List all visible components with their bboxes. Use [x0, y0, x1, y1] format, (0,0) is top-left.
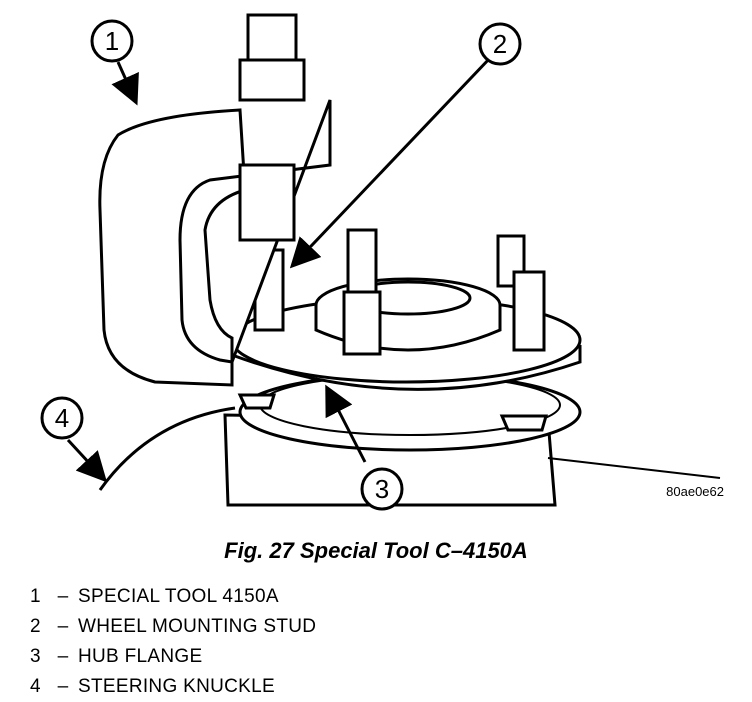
legend-number: 3 — [30, 646, 41, 667]
legend-dash: – — [57, 646, 69, 667]
figure-caption: Fig. 27 Special Tool C–4150A — [224, 538, 528, 563]
callout-2: 2 — [478, 22, 522, 66]
legend-number: 1 — [30, 586, 41, 607]
legend-label: STEERING KNUCKLE — [78, 676, 275, 697]
legend-dash: – — [57, 676, 69, 697]
legend-item: 3–HUB FLANGE — [30, 642, 316, 672]
svg-text:2: 2 — [493, 29, 507, 59]
svg-text:3: 3 — [375, 474, 389, 504]
legend-item: 1–SPECIAL TOOL 4150A — [30, 582, 316, 612]
legend-number: 4 — [30, 676, 41, 697]
legend-dash: – — [57, 616, 69, 637]
legend-item: 4–STEERING KNUCKLE — [30, 672, 316, 702]
legend-label: WHEEL MOUNTING STUD — [78, 616, 317, 637]
legend-list: 1–SPECIAL TOOL 4150A 2–WHEEL MOUNTING ST… — [30, 582, 316, 702]
technical-illustration: 1 2 3 4 — [40, 13, 721, 511]
svg-text:4: 4 — [55, 403, 69, 433]
svg-text:1: 1 — [105, 26, 119, 56]
callout-4: 4 — [40, 396, 84, 440]
callout-3: 3 — [360, 467, 404, 511]
legend-number: 2 — [30, 616, 41, 637]
image-code: 80ae0e62 — [666, 484, 724, 499]
legend-label: SPECIAL TOOL 4150A — [78, 586, 279, 607]
legend-label: HUB FLANGE — [78, 646, 203, 667]
special-tool-shape — [98, 13, 332, 387]
legend-dash: – — [57, 586, 69, 607]
wheel-studs — [253, 228, 546, 356]
callout-1: 1 — [90, 19, 134, 63]
rotor-shape — [237, 372, 582, 452]
legend-item: 2–WHEEL MOUNTING STUD — [30, 612, 316, 642]
leader-lines — [66, 56, 492, 483]
